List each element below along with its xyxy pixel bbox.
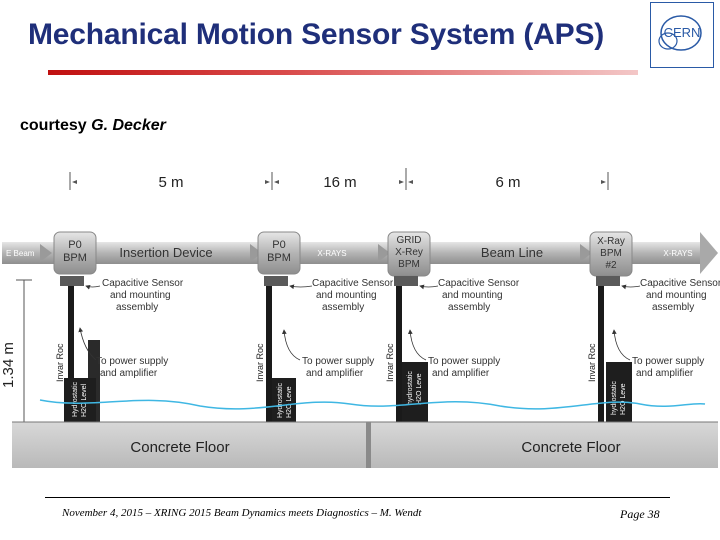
hydro3-line2: H2O Leve — [416, 373, 423, 405]
distance-label-3: 6 m — [495, 174, 520, 191]
cap3-l2: and mounting — [442, 290, 503, 301]
cap2-l3: assembly — [322, 302, 364, 313]
bpm4-line3: #2 — [605, 260, 617, 271]
cap1-l2: and mounting — [110, 290, 171, 301]
hydro3-line1: hydrostatic — [407, 371, 414, 405]
ps2-l1: To power supply — [302, 356, 374, 367]
footer-divider — [45, 497, 670, 498]
beam-pipe — [2, 232, 718, 274]
cern-logo: CERN — [650, 2, 714, 68]
power-supply-labels: To power supply and amplifier To power s… — [96, 356, 704, 379]
concrete-floor — [12, 421, 718, 468]
cap4-l3: assembly — [652, 302, 694, 313]
courtesy-prefix: courtesy — [20, 117, 92, 134]
bpm-box-4: X-Ray BPM #2 — [589, 231, 633, 277]
footer-text: November 4, 2015 – XRING 2015 Beam Dynam… — [62, 507, 422, 519]
beam-line-label: Beam Line — [481, 245, 543, 260]
ps3-l1: To power supply — [428, 356, 500, 367]
bpm2-line1: P0 — [272, 239, 285, 251]
invar-rod-label-4: Invar Roc — [587, 343, 597, 382]
bpm2-line2: BPM — [267, 252, 291, 264]
distance-label-1: 5 m — [158, 174, 183, 191]
floor-label-2: Concrete Floor — [521, 439, 620, 456]
stand-3: hydrostatic H2O Leve Invar Roc — [385, 276, 428, 422]
cap-sensor-labels: Capacitive Sensor and mounting assembly … — [102, 278, 720, 313]
ps4-l1: To power supply — [632, 356, 704, 367]
annotation-arrows — [78, 284, 641, 361]
bpm3-line1: GRID — [397, 235, 422, 246]
cap4-l1: Capacitive Sensor — [640, 278, 720, 289]
ps1-l2: and amplifier — [100, 368, 158, 379]
bpm1-line2: BPM — [63, 252, 87, 264]
cap2-l1: Capacitive Sensor — [312, 278, 394, 289]
invar-rod-label-2: Invar Roc — [255, 343, 265, 382]
ps2-l2: and amplifier — [306, 368, 364, 379]
distance-label-2: 16 m — [323, 174, 356, 191]
insertion-device-label: Insertion Device — [119, 245, 212, 260]
bpm4-line1: X-Ray — [597, 236, 625, 247]
bpm-box-3: GRID X-Rey BPM — [387, 231, 431, 277]
hydro1-line2: H2O Level — [81, 383, 88, 417]
ps1-l1: To power supply — [96, 356, 168, 367]
invar-rod-label-1: Invar Roc — [55, 343, 65, 382]
bpm-box-2: P0 BPM — [257, 231, 301, 275]
title-underline — [48, 70, 638, 75]
ps3-l2: and amplifier — [432, 368, 490, 379]
bpm3-line2: X-Rey — [395, 247, 423, 258]
logo-text: CERN — [663, 25, 701, 40]
xrays-label-1: X-RAYS — [317, 249, 346, 258]
courtesy-name: G. Decker — [91, 117, 166, 134]
height-dimension — [16, 279, 32, 423]
cap2-l2: and mounting — [316, 290, 377, 301]
cap3-l3: assembly — [448, 302, 490, 313]
hydro4-line2: H2O Leve — [620, 383, 627, 415]
courtesy-credit: courtesy G. Decker — [20, 117, 166, 135]
hydro2-line2: H2O Leve — [286, 386, 293, 418]
height-label: 1.34 m — [0, 342, 17, 388]
xrays-label-2: X-RAYS — [663, 249, 692, 258]
bpm-box-1: P0 BPM — [53, 231, 97, 275]
ps4-l2: and amplifier — [636, 368, 694, 379]
dimension-ticks — [69, 168, 609, 190]
hydro1-line1: Hydrostatic — [72, 381, 79, 417]
bpm4-line2: BPM — [600, 248, 622, 259]
bpm1-line1: P0 — [68, 239, 81, 251]
stand-1: Hydrostatic H2O Level Invar Roc — [55, 276, 100, 422]
cap1-l1: Capacitive Sensor — [102, 278, 184, 289]
hydro2-line1: Hydrostatic — [277, 382, 284, 418]
stand-4: hydrostatic H2O Leve Invar Roc — [587, 276, 632, 422]
invar-rod-label-3: Invar Roc — [385, 343, 395, 382]
slide-title: Mechanical Motion Sensor System (APS) — [28, 18, 605, 51]
hydro4-line1: hydrostatic — [611, 381, 618, 415]
floor-label-1: Concrete Floor — [130, 439, 229, 456]
cap4-l2: and mounting — [646, 290, 707, 301]
cap3-l1: Capacitive Sensor — [438, 278, 520, 289]
stand-2: Hydrostatic H2O Leve Invar Roc — [255, 276, 296, 422]
page-number: Page 38 — [620, 507, 660, 521]
sensor-system-diagram: 5 m 16 m 6 m E Beam Insertion Device Bea… — [0, 168, 720, 468]
bpm3-line3: BPM — [398, 259, 420, 270]
e-beam-label: E Beam — [6, 249, 35, 258]
water-tubing — [39, 399, 706, 410]
cap1-l3: assembly — [116, 302, 158, 313]
